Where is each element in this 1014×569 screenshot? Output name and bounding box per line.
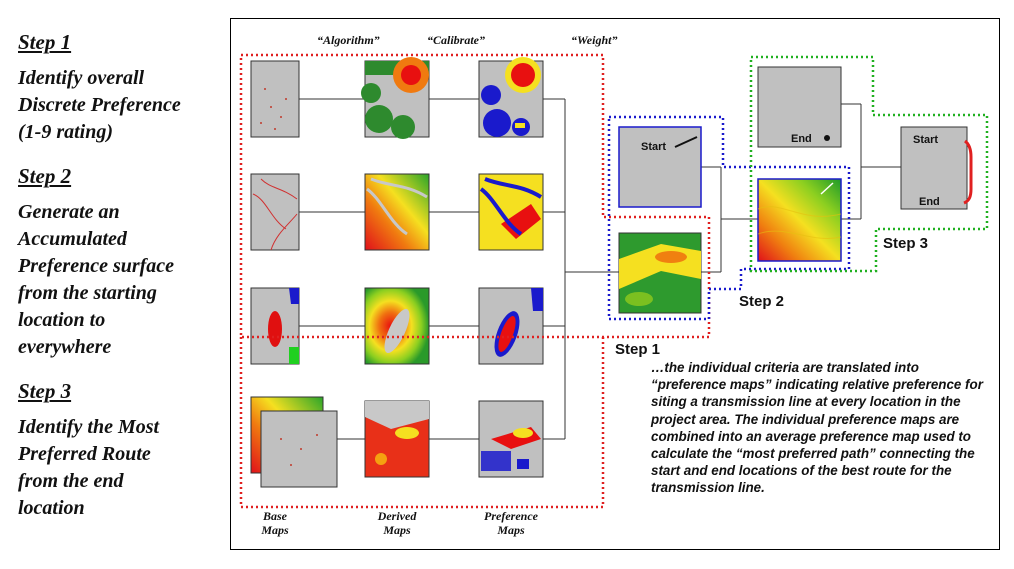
step-1-body: Identify overall Discrete Preference (1-… <box>18 67 181 143</box>
step2-label: Step 2 <box>739 293 785 310</box>
step-2-body: Generate an Accumulated Preference surfa… <box>18 201 175 358</box>
diagram-panel: “Algorithm” “Calibrate” “Weight” <box>230 18 1000 550</box>
step2-dotted-boundary <box>607 115 851 321</box>
derived-maps-label: Derived Maps <box>377 509 417 537</box>
combined-preference-map <box>618 232 702 314</box>
derived-map-2 <box>364 173 430 251</box>
accumulated-surface-map <box>757 178 842 262</box>
preference-maps-label: Preference Maps <box>484 509 538 537</box>
base-map-3 <box>250 287 300 365</box>
steps-column: Step 1 Identify overall Discrete Prefere… <box>18 30 228 522</box>
start-label: Start <box>641 141 666 153</box>
step-1-heading: Step 1 <box>18 30 72 54</box>
end-label: End <box>791 133 812 145</box>
step-3-heading: Step 3 <box>18 379 72 403</box>
header-calibrate: “Calibrate” <box>427 33 486 47</box>
base-map-4 <box>250 396 338 488</box>
step-2-heading: Step 2 <box>18 164 72 188</box>
derived-map-4 <box>364 400 430 478</box>
base-map-2 <box>250 173 300 251</box>
route-map: Start End <box>900 126 973 210</box>
derived-map-3 <box>364 287 430 365</box>
step3-label: Step 3 <box>883 235 929 252</box>
preference-map-2 <box>478 173 544 251</box>
base-map-1 <box>250 60 300 138</box>
preference-map-4 <box>478 400 544 478</box>
model-diagram: Start End Start End <box>239 53 989 509</box>
end-map: End <box>757 66 842 148</box>
start-map: Start <box>618 126 702 208</box>
description-text: …the individual criteria are translated … <box>651 360 983 496</box>
step3-dotted-boundary <box>749 55 989 273</box>
connector-lines <box>299 98 901 440</box>
route-end-label: End <box>919 196 940 208</box>
preference-map-3 <box>478 287 544 365</box>
preference-map-1 <box>478 57 544 138</box>
step1-dotted-boundary <box>239 53 711 509</box>
header-weight: “Weight” <box>571 33 618 47</box>
base-maps-label: Base Maps <box>261 509 289 537</box>
header-algorithm: “Algorithm” <box>317 33 380 47</box>
route-start-label: Start <box>913 134 938 146</box>
step-3-body: Identify the Most Preferred Route from t… <box>18 416 160 519</box>
derived-map-1 <box>361 57 430 139</box>
step1-label: Step 1 <box>615 341 661 358</box>
